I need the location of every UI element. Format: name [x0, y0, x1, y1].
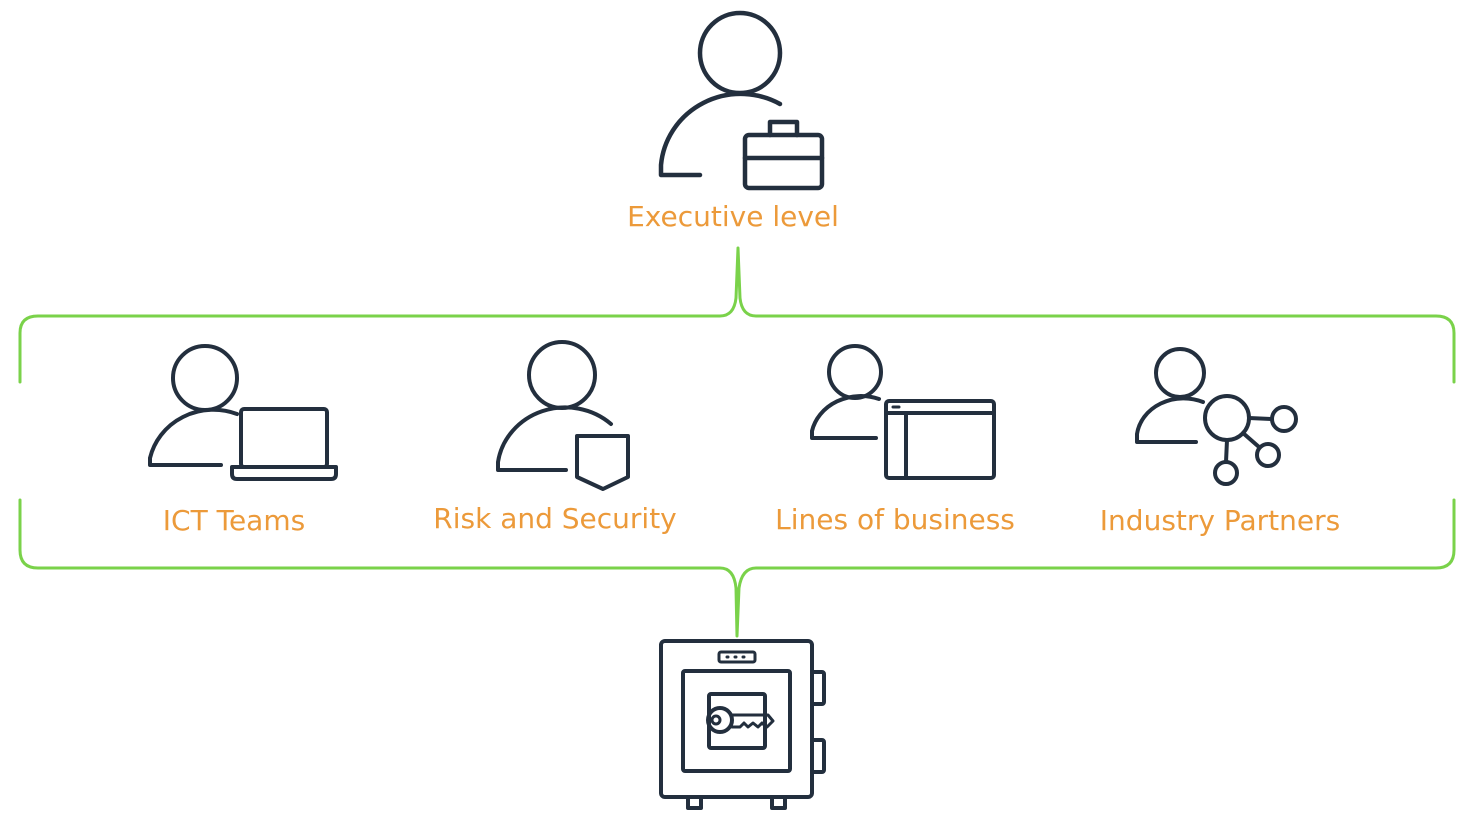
ict-teams-label: ICT Teams: [162, 504, 306, 537]
top-bracket: [18, 246, 1456, 384]
executive-briefcase-icon: [658, 10, 825, 191]
user-window-icon: [810, 344, 996, 480]
user-laptop-icon: [148, 344, 338, 481]
user-shield-icon: [496, 340, 630, 491]
user-network-icon: [1135, 347, 1298, 486]
industry-partners-label: Industry Partners: [1099, 504, 1341, 537]
executive-level-label: Executive level: [627, 200, 839, 233]
stakeholder-group-bracket: [18, 246, 1456, 638]
lines-of-business-label: Lines of business: [775, 503, 1015, 536]
bottom-bracket: [18, 498, 1456, 638]
safe-key-icon: [659, 639, 826, 810]
risk-and-security-label: Risk and Security: [433, 502, 677, 535]
